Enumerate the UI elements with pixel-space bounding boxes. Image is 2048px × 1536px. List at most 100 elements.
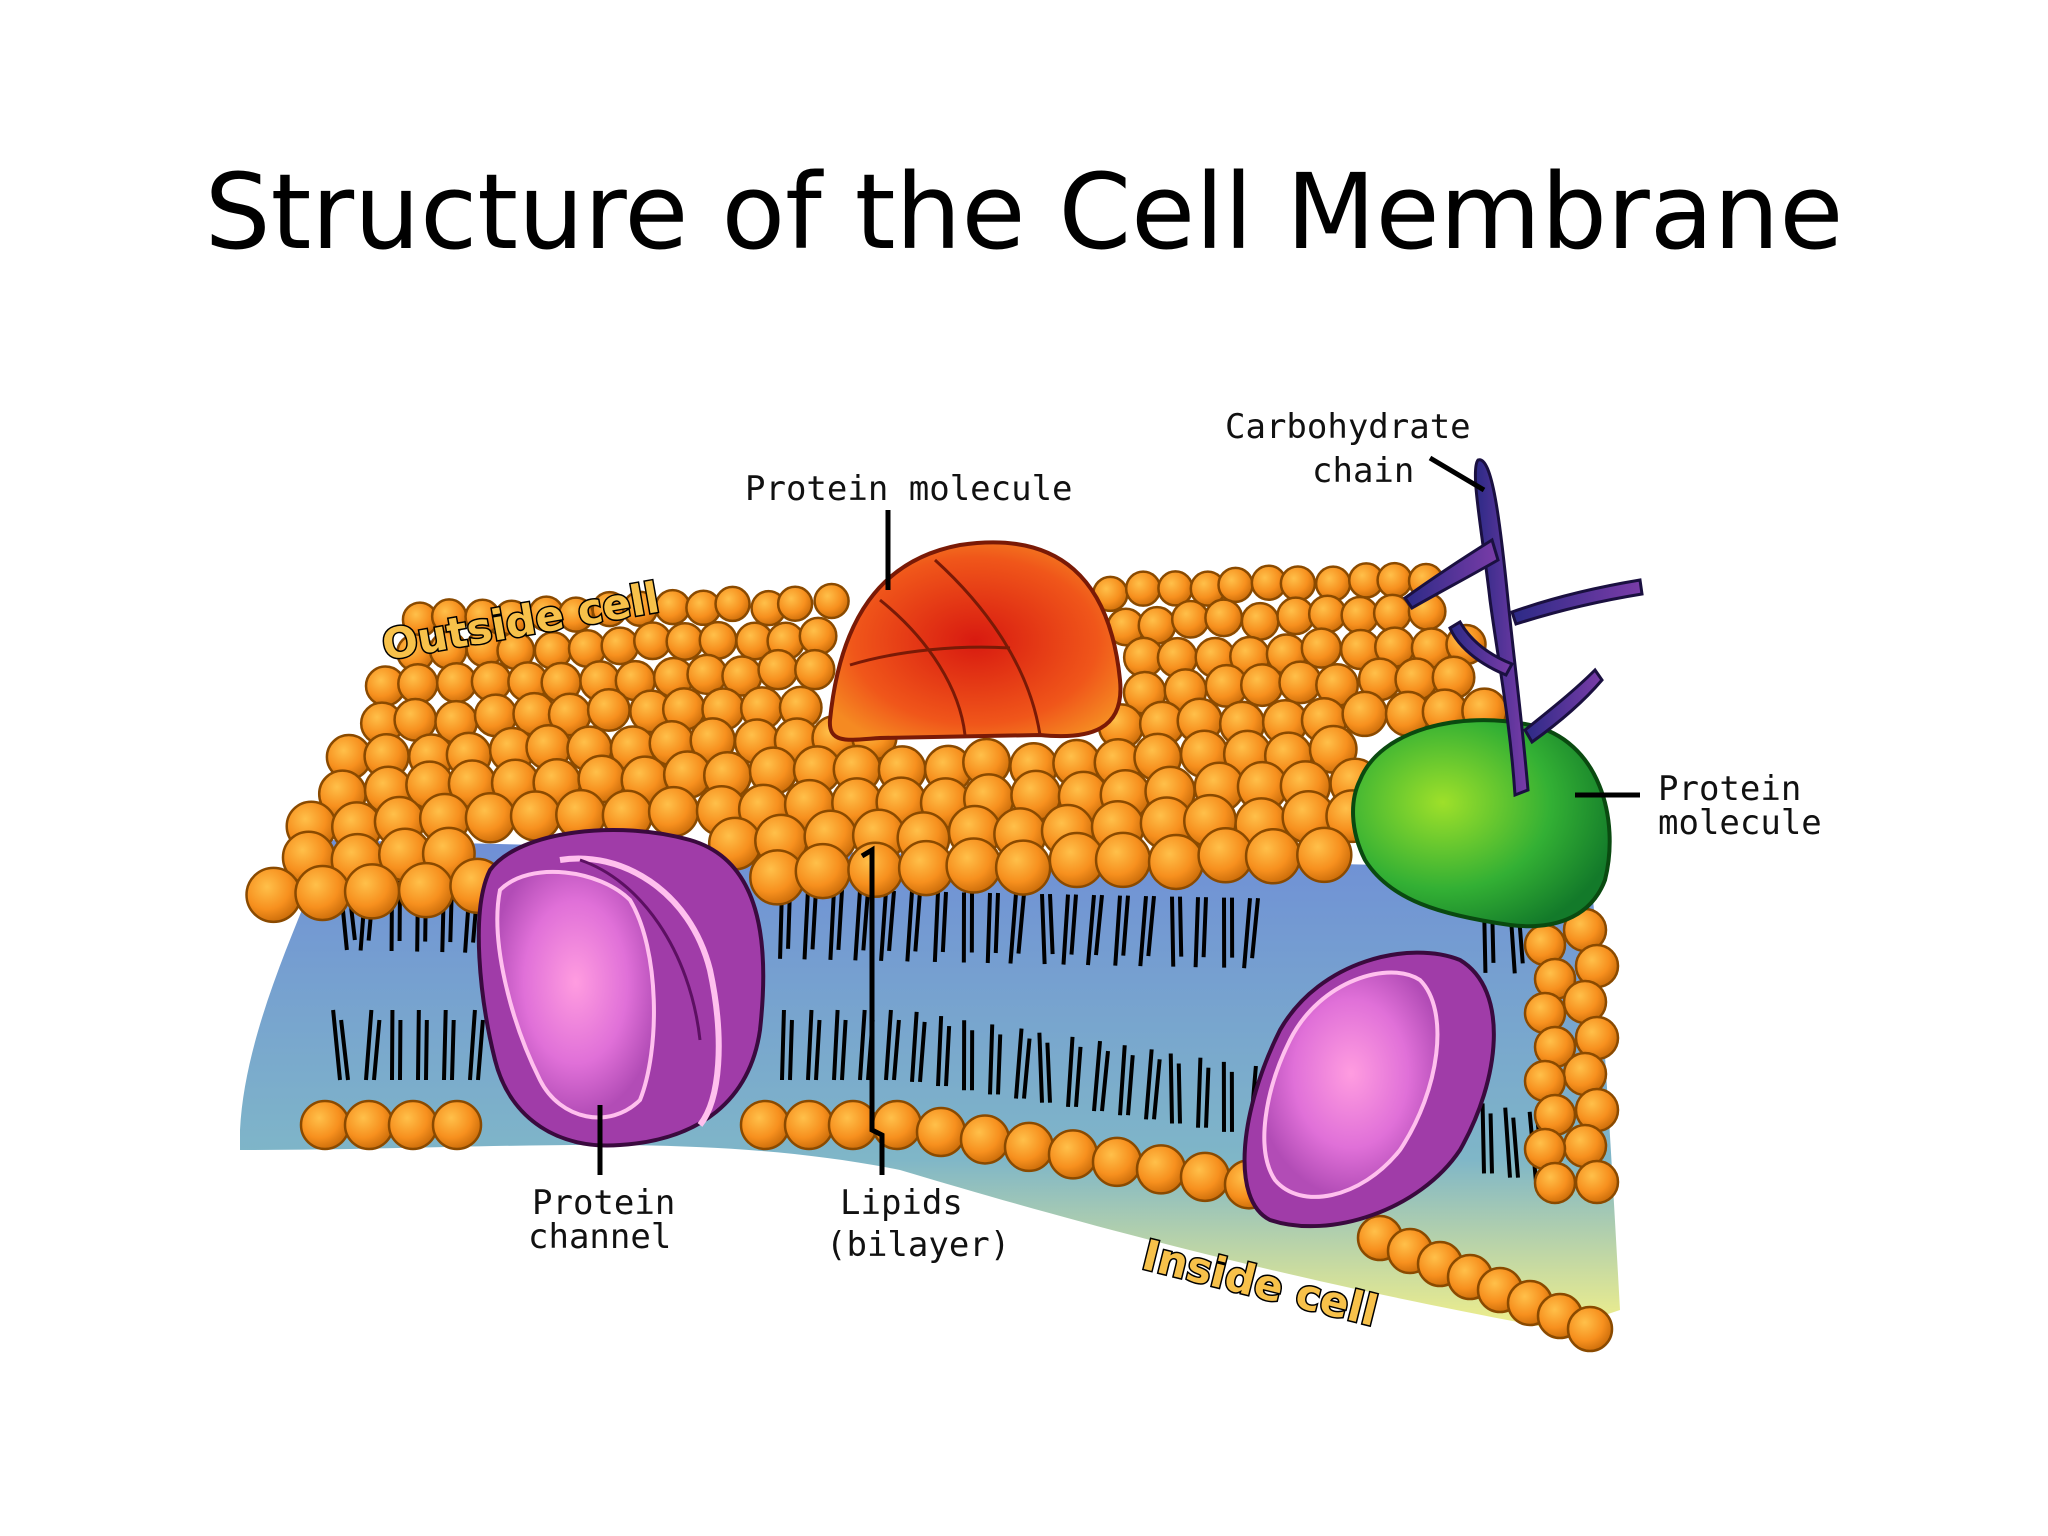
lipid-head <box>1307 594 1347 634</box>
lipid-head <box>1217 566 1254 604</box>
lipid-tail <box>962 1020 975 1091</box>
label-carbohydrate-line2: chain <box>1312 451 1414 491</box>
lipid-head <box>994 839 1052 896</box>
lipid-head <box>586 687 631 732</box>
label-protein-channel-line1: Protein <box>532 1183 675 1223</box>
lipid-tail <box>806 1009 822 1081</box>
lipid-head <box>509 790 562 842</box>
lipid-tail <box>961 892 974 963</box>
lipid-head <box>1147 833 1205 891</box>
lipid-head <box>945 837 1002 894</box>
protein-channel-left <box>476 828 766 1148</box>
lipid-head <box>757 648 799 691</box>
lipid-tail <box>828 889 844 960</box>
lipid-head <box>1204 598 1244 638</box>
lipid-tail <box>1193 897 1208 968</box>
lipid-head <box>387 1099 439 1151</box>
lipid-head <box>1135 1144 1187 1195</box>
lipid-tail <box>1196 1057 1211 1128</box>
lipid-tail <box>910 1011 927 1083</box>
lipid-tail <box>1480 1103 1494 1174</box>
lipid-tail <box>1014 1028 1032 1099</box>
lipid-head <box>1533 1161 1577 1205</box>
lipid-tail <box>1144 1049 1162 1120</box>
lipid-head <box>299 1099 351 1151</box>
lipid-head <box>1124 570 1162 607</box>
lipid-head <box>897 839 955 897</box>
lipid-tail <box>1040 893 1055 965</box>
lipid-head <box>397 662 439 705</box>
lipid-tail <box>468 1009 485 1081</box>
lipid-tail <box>853 890 870 961</box>
lipid-head <box>1376 561 1413 599</box>
protein-channel-right <box>1242 950 1496 1229</box>
lipid-tail <box>1503 1107 1520 1178</box>
lipid-tail <box>1008 893 1026 964</box>
lipid-tail <box>442 1009 456 1081</box>
lipid-head <box>294 864 351 922</box>
protein-molecule-right <box>1351 718 1612 929</box>
label-lipids-line2: (bilayer) <box>826 1225 1010 1265</box>
lipid-tail <box>932 891 948 963</box>
protein-molecule-top <box>827 540 1123 742</box>
lipid-head <box>665 621 705 661</box>
lipid-head <box>776 585 814 623</box>
lipid-head <box>1094 831 1152 889</box>
lipid-head <box>798 616 838 656</box>
lipid-head <box>739 1099 791 1151</box>
lipid-head <box>1244 828 1302 885</box>
lipid-tail <box>364 1009 382 1081</box>
lipid-head <box>794 648 836 691</box>
lipid-head <box>714 585 751 623</box>
lipid-head <box>915 1106 967 1158</box>
lipid-head <box>1003 1121 1055 1173</box>
lipid-tail <box>1138 895 1156 967</box>
label-lipids-line1: Lipids <box>840 1183 963 1223</box>
lipid-tail <box>416 1009 429 1081</box>
label-protein-channel-line2: channel <box>528 1217 671 1257</box>
lipid-head <box>343 863 401 920</box>
lipid-tail <box>802 889 818 960</box>
lipid-tail <box>905 891 922 962</box>
lipid-tail <box>1170 896 1184 967</box>
leader-carbohydrate <box>1428 455 1486 493</box>
lipid-head <box>698 620 738 660</box>
leader-lipids-bilayer <box>860 845 885 1175</box>
page-title: Structure of the Cell Membrane <box>204 151 1844 273</box>
lipid-tail <box>1085 894 1104 966</box>
carbohydrate-chain <box>1402 458 1644 798</box>
lipid-tail <box>988 1024 1003 1095</box>
lipid-head <box>464 792 517 844</box>
lipid-tail <box>985 892 1000 964</box>
lipid-tail <box>832 1009 848 1081</box>
lipid-tail <box>879 890 896 962</box>
lipid-tail <box>1222 897 1235 968</box>
lipid-head <box>343 1099 395 1151</box>
label-protein-molecule-right-line2: molecule <box>1658 803 1822 843</box>
lipid-head <box>1341 690 1388 738</box>
lipid-head <box>245 866 302 924</box>
lipid-tail <box>884 1009 901 1081</box>
lipid-head <box>847 841 904 899</box>
lipid-head <box>1340 595 1380 635</box>
lipid-head <box>1296 826 1353 884</box>
lipid-head <box>1091 1136 1143 1188</box>
lipid-head <box>1279 565 1317 602</box>
lipid-tail <box>390 1009 403 1081</box>
lipid-tail <box>936 1015 952 1087</box>
label-protein-molecule-right-line1: Protein <box>1658 769 1801 809</box>
lipid-head <box>813 582 850 620</box>
lipid-head <box>633 621 673 661</box>
lipid-head <box>1566 1305 1614 1353</box>
lipid-head <box>397 861 455 919</box>
lipid-head <box>959 1114 1011 1165</box>
lipid-head <box>783 1099 835 1151</box>
lipid-heads-outer-layer <box>245 561 1508 924</box>
lipid-tail <box>1113 895 1130 966</box>
lipid-heads-edge <box>1523 907 1620 1205</box>
lipid-head <box>1240 601 1280 641</box>
lipid-head <box>435 662 478 704</box>
lipid-head <box>1170 599 1210 639</box>
lipid-tail <box>1037 1032 1052 1103</box>
